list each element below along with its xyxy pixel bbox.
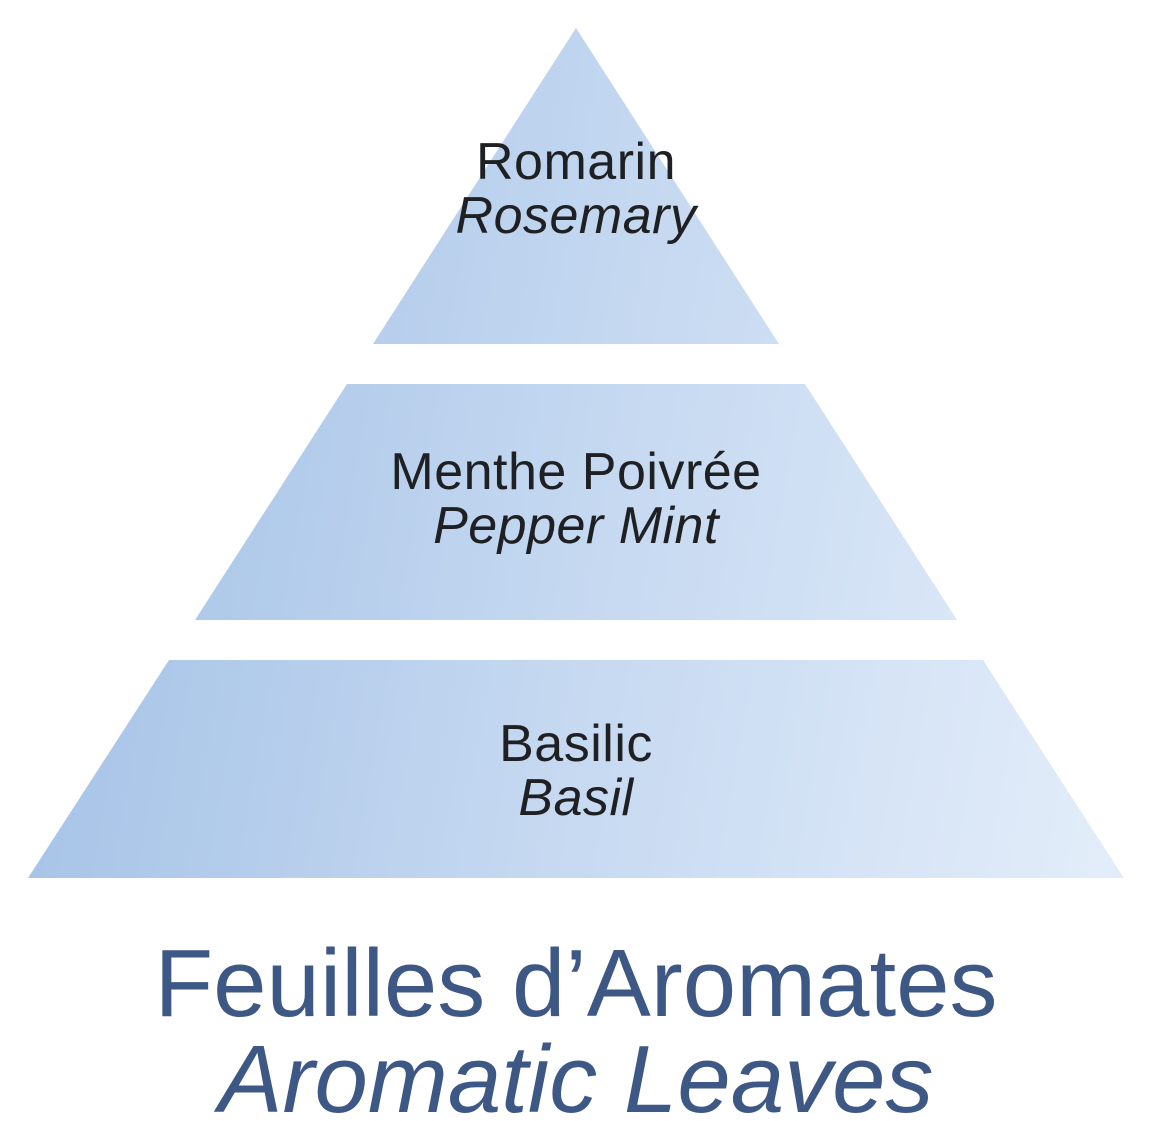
tier-middle-label: Menthe Poivrée Pepper Mint [0,445,1152,553]
tier-top-label: Romarin Rosemary [0,135,1152,243]
diagram-title: Feuilles d’Aromates Aromatic Leaves [0,936,1152,1121]
tier-bottom-label: Basilic Basil [0,717,1152,825]
tier-middle-label-french: Menthe Poivrée [390,443,762,501]
tier-top-label-english: Rosemary [455,187,697,245]
diagram-title-french: Feuilles d’Aromates [154,930,998,1037]
tier-middle-label-english: Pepper Mint [433,497,719,555]
tier-bottom-label-english: Basil [518,769,634,827]
tier-top-label-french: Romarin [476,133,676,191]
tier-bottom-label-french: Basilic [499,715,653,773]
diagram-title-english: Aromatic Leaves [218,1026,934,1121]
